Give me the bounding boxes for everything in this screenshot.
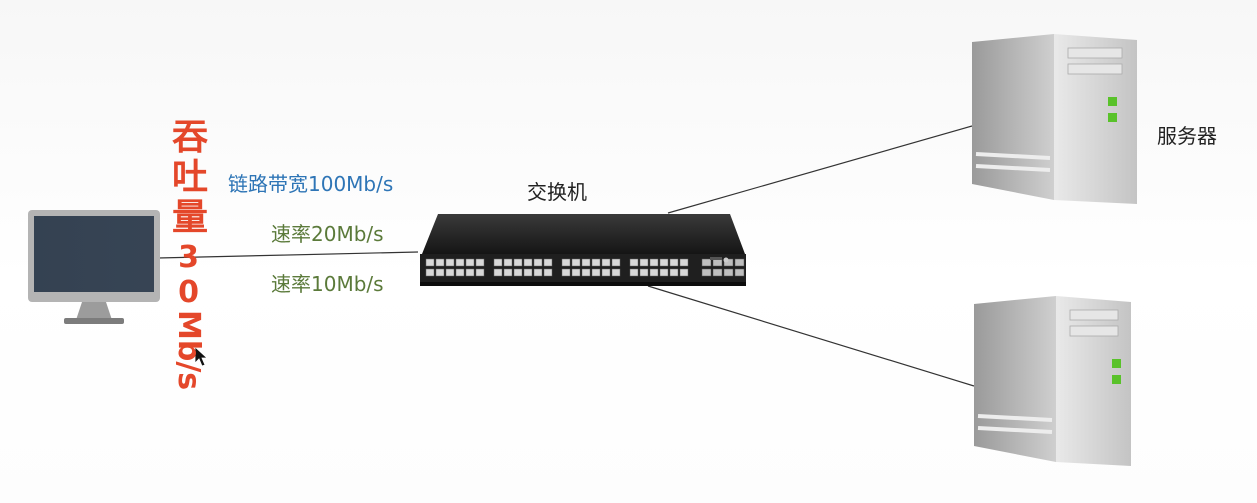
switch-port <box>561 268 571 277</box>
switch-port <box>425 258 435 267</box>
switch-port <box>629 258 639 267</box>
switch-uplink-port <box>723 258 734 267</box>
switch-port <box>591 258 601 267</box>
switch-port <box>523 258 533 267</box>
switch-port <box>455 268 465 277</box>
switch-port <box>571 258 581 267</box>
mouse-cursor-icon <box>194 346 209 367</box>
switch-port <box>493 268 503 277</box>
switch-port <box>649 258 659 267</box>
switch-port <box>669 258 679 267</box>
link-switch-to-server-top <box>667 125 973 214</box>
throughput-label: 吞吐量 <box>171 117 208 238</box>
throughput-value: 30Mb/s <box>168 240 208 390</box>
switch-port <box>445 268 455 277</box>
switch-uplink-port <box>712 268 723 277</box>
switch-port <box>679 258 689 267</box>
switch-port <box>571 268 581 277</box>
switch-port <box>669 268 679 277</box>
computer-monitor-icon <box>28 210 160 324</box>
switch-uplink-port <box>701 258 712 267</box>
switch-uplink-port <box>712 258 723 267</box>
rate-20-label: 速率20Mb/s <box>271 222 384 246</box>
server-tower-icon <box>972 34 1137 204</box>
switch-port <box>639 268 649 277</box>
switch-port <box>475 258 485 267</box>
switch-uplink-port <box>734 258 745 267</box>
switch-port <box>543 258 553 267</box>
switch-port <box>455 258 465 267</box>
switch-port <box>465 258 475 267</box>
switch-port <box>561 258 571 267</box>
switch-port <box>445 258 455 267</box>
switch-port <box>435 258 445 267</box>
switch-port <box>601 258 611 267</box>
switch-port <box>543 268 553 277</box>
switch-port <box>493 258 503 267</box>
switch-port <box>611 258 621 267</box>
link-pc-to-switch <box>157 251 419 259</box>
switch-port <box>611 268 621 277</box>
throughput-number: 30 <box>171 240 206 310</box>
switch-port <box>513 268 523 277</box>
switch-label: 交换机 <box>527 180 587 204</box>
switch-port <box>435 268 445 277</box>
switch-port <box>659 258 669 267</box>
switch-port <box>581 268 591 277</box>
switch-port <box>639 258 649 267</box>
server-label: 服务器 <box>1157 124 1217 148</box>
switch-uplink-port <box>723 268 734 277</box>
switch-port <box>513 258 523 267</box>
switch-port <box>591 268 601 277</box>
switch-port <box>601 268 611 277</box>
switch-port <box>629 268 639 277</box>
switch-port <box>533 258 543 267</box>
switch-uplink-port <box>734 268 745 277</box>
switch-port <box>475 268 485 277</box>
switch-port <box>659 268 669 277</box>
switch-port <box>503 258 513 267</box>
switch-port <box>425 268 435 277</box>
switch-uplink-port <box>701 268 712 277</box>
switch-port <box>581 258 591 267</box>
switch-port <box>523 268 533 277</box>
switch-port <box>679 268 689 277</box>
server-tower-icon <box>974 296 1131 466</box>
switch-port <box>533 268 543 277</box>
switch-port <box>503 268 513 277</box>
bandwidth-label: 链路带宽100Mb/s <box>228 172 394 196</box>
switch-port <box>465 268 475 277</box>
switch-port <box>649 268 659 277</box>
link-switch-to-server-bottom <box>647 285 975 387</box>
network-switch-icon <box>420 214 746 286</box>
rate-10-label: 速率10Mb/s <box>271 272 384 296</box>
throughput-unit: Mb/s <box>171 310 206 391</box>
